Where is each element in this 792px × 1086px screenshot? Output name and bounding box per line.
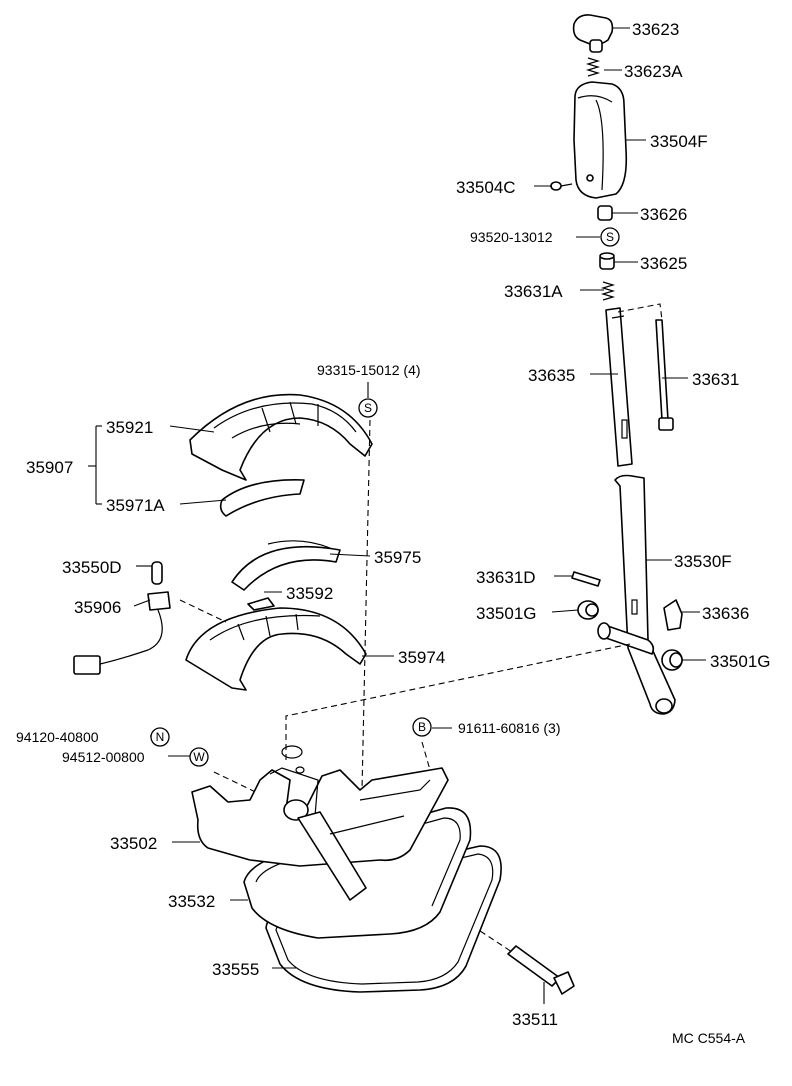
bushing-33501g-left-icon xyxy=(577,600,599,620)
alignment-line-switch xyxy=(179,599,227,623)
symbol-n: N xyxy=(150,727,170,747)
symbol-b: B xyxy=(412,717,432,737)
alignment-line-rod xyxy=(617,303,663,321)
label-35921: 35921 xyxy=(106,418,153,437)
label-91611-60816: 91611-60816 (3) xyxy=(458,720,560,736)
label-35974: 35974 xyxy=(398,648,445,667)
label-33623: 33623 xyxy=(632,20,679,39)
label-33555: 33555 xyxy=(212,960,259,979)
label-33626: 33626 xyxy=(640,205,687,224)
label-33631a: 33631A xyxy=(504,282,563,301)
alignment-line-lever xyxy=(285,643,631,760)
label-33501g-left: 33501G xyxy=(476,604,537,623)
svg-text:B: B xyxy=(418,720,426,734)
symbol-s-lower: S xyxy=(358,398,378,418)
label-33504c: 33504C xyxy=(456,178,516,197)
screw-33504c-icon xyxy=(550,181,573,191)
bushing-33625-icon xyxy=(599,252,615,270)
seal-33592-icon xyxy=(247,597,275,611)
shift-rod-icon xyxy=(605,307,633,467)
label-33511: 33511 xyxy=(512,1010,558,1029)
svg-text:S: S xyxy=(606,230,614,244)
alignment-line-bolt-b xyxy=(421,741,431,771)
svg-text:W: W xyxy=(193,750,205,764)
label-94120-40800: 94120-40800 xyxy=(16,729,99,745)
label-33625: 33625 xyxy=(640,254,687,273)
label-93315-15012: 93315-15012 (4) xyxy=(317,362,421,378)
spring-33631a-icon xyxy=(600,281,616,301)
shift-boot-icon xyxy=(573,81,628,199)
label-35975: 35975 xyxy=(374,548,421,567)
diagram-id: MC C554-A xyxy=(672,1030,746,1046)
bracket-icon xyxy=(191,745,449,901)
label-33592: 33592 xyxy=(286,584,333,603)
bolt-icon xyxy=(507,945,575,995)
label-33530f: 33530F xyxy=(674,552,732,571)
cover-35975-icon xyxy=(231,540,341,591)
bushing-33626-icon xyxy=(597,205,613,221)
alignment-line-bolts xyxy=(361,419,371,791)
label-33635: 33635 xyxy=(528,366,575,385)
symbol-w: W xyxy=(189,747,209,767)
label-33532: 33532 xyxy=(168,892,215,911)
svg-text:N: N xyxy=(156,730,165,744)
pin-33631d-icon xyxy=(571,571,601,587)
label-94512-00800: 94512-00800 xyxy=(62,749,145,765)
cover-35974-icon xyxy=(185,607,367,691)
label-35907: 35907 xyxy=(26,458,73,477)
label-33502: 33502 xyxy=(110,834,157,853)
label-33550d: 33550D xyxy=(62,558,122,577)
label-33631: 33631 xyxy=(692,370,739,389)
label-33636: 33636 xyxy=(702,604,749,623)
gasket-35971a-icon xyxy=(219,479,305,517)
cover-35921-icon xyxy=(189,393,373,481)
bushing-33501g-right-icon xyxy=(661,649,683,671)
clip-33636-icon xyxy=(663,599,683,631)
label-33631d: 33631D xyxy=(476,568,536,587)
label-33504f: 33504F xyxy=(650,132,708,151)
svg-text:S: S xyxy=(364,401,372,415)
label-33501g-right: 33501G xyxy=(710,652,771,671)
push-rod-icon xyxy=(655,319,674,431)
alignment-line-511 xyxy=(329,831,513,953)
switch-icon xyxy=(73,561,171,675)
label-35971a: 35971A xyxy=(106,496,165,515)
label-93520-13012: 93520-13012 xyxy=(470,229,553,245)
symbol-s-upper: S xyxy=(600,227,620,247)
spring-33623a-icon xyxy=(585,57,601,77)
label-35906: 35906 xyxy=(74,598,121,617)
shift-knob-icon xyxy=(572,14,614,53)
label-33623a: 33623A xyxy=(624,62,683,81)
shift-lever-icon xyxy=(597,474,676,715)
